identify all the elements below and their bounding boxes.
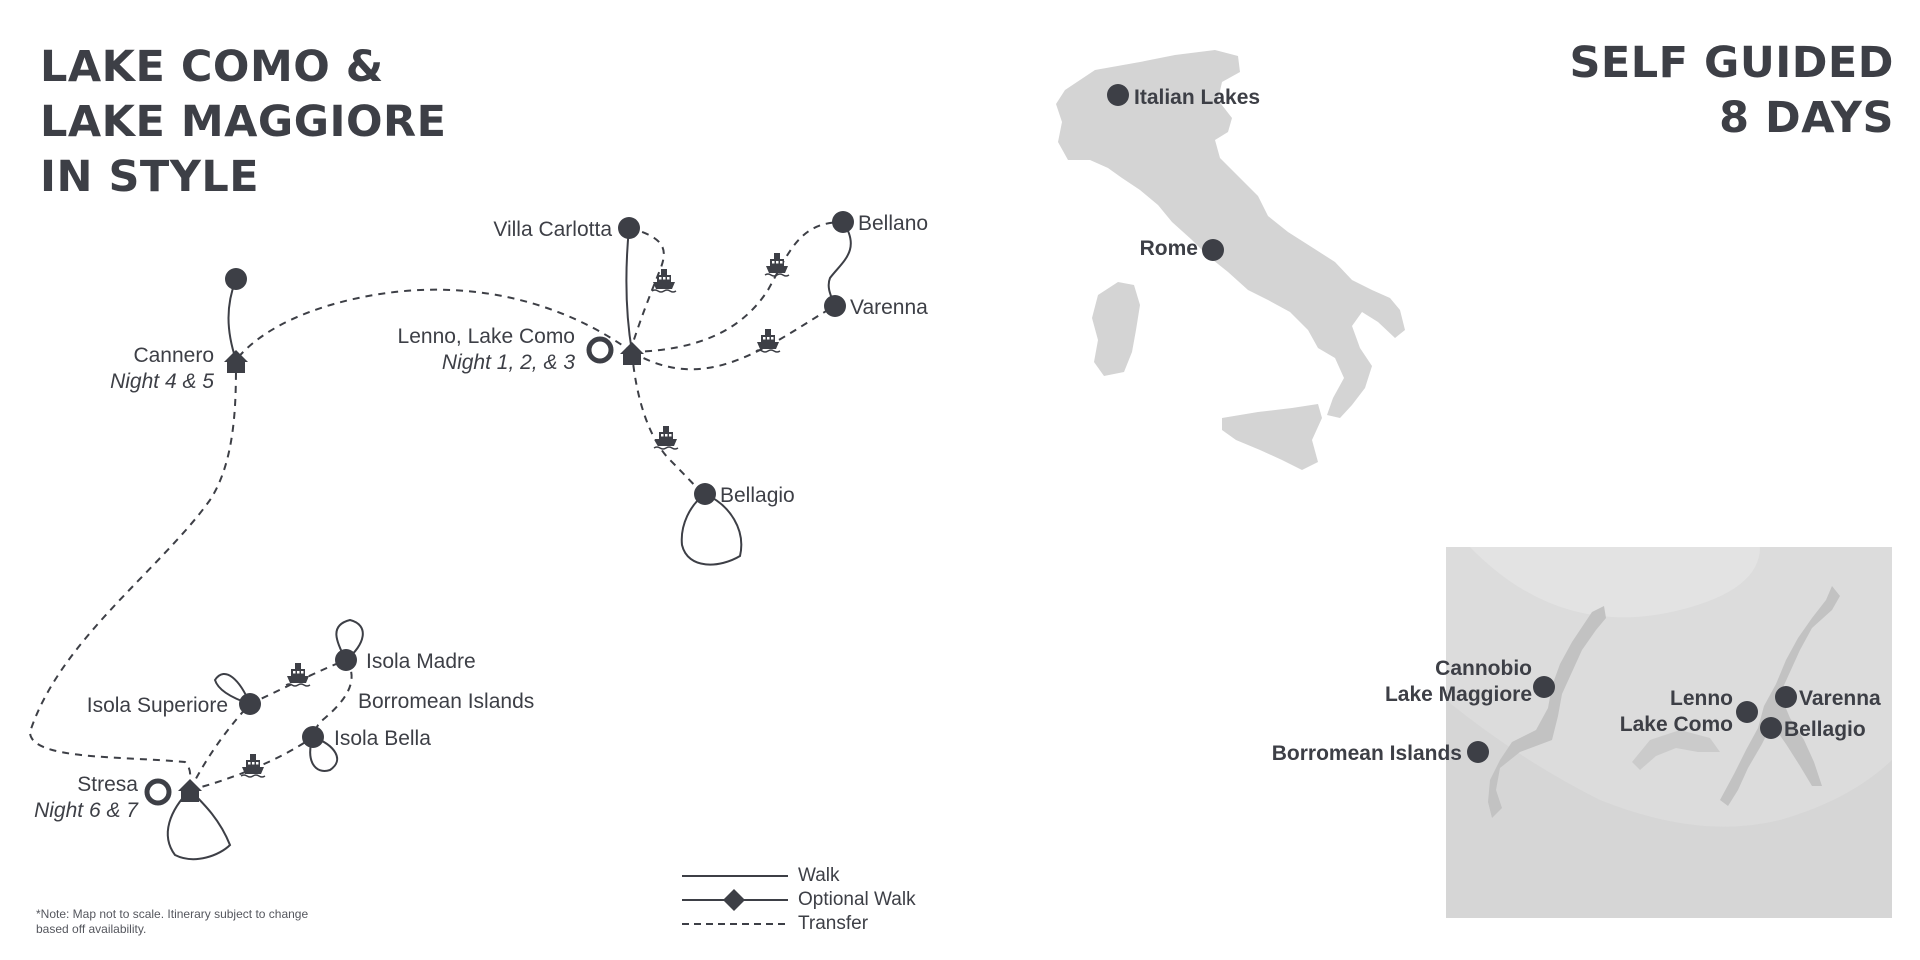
inset-borromean-label: Borromean Islands [1272,742,1462,765]
boat-icon [285,662,311,687]
walk-route-bellano-varenna [827,221,852,307]
rome-marker[interactable] [1202,239,1224,261]
trip-type-line-2: 8 DAYS [1719,93,1894,143]
walk-route-stresa-loop [166,789,232,861]
varenna-marker[interactable] [824,295,846,317]
walk-route-villa-carlotta [625,227,633,353]
start-ring-marker[interactable] [586,336,614,364]
inset-cannobio-label: Cannobio [1435,657,1532,680]
italian-lakes-marker[interactable] [1107,84,1129,106]
italian-lakes-label: Italian Lakes [1134,86,1260,109]
bellagio-marker[interactable] [694,483,716,505]
boat-icon [240,753,266,778]
borromean-islands-label: Borromean Islands [358,690,534,713]
legend-transfer: Transfer [682,912,942,936]
map-title: LAKE COMO & LAKE MAGGIORE IN STYLE [40,40,447,205]
legend-walk: Walk [682,864,942,888]
bellagio-label: Bellagio [720,484,795,507]
map-title-line-2: LAKE MAGGIORE [40,97,447,147]
isola-madre-label: Isola Madre [366,650,476,673]
sardinia-shape [1092,282,1140,376]
stresa-nights-label: Night 6 & 7 [34,799,139,822]
sicily-shape [1222,404,1322,470]
legend-walk-line [682,875,788,877]
lenno-nights-label: Night 1, 2, & 3 [442,351,575,374]
map-legend: Walk Optional Walk Transfer [682,864,942,936]
lenno-label: Lenno, Lake Como [398,325,575,348]
isola-superiore-marker[interactable] [239,693,261,715]
walk-route-isola-bella-loop [309,736,339,772]
inset-relief-shape [1470,547,1760,618]
inset-bellagio-label: Bellagio [1784,718,1866,741]
inset-lake-como-label: Lake Como [1620,713,1733,736]
inset-varenna-marker[interactable] [1775,686,1797,708]
walk-routes [166,221,852,861]
cannero-label: Cannero [133,344,214,367]
villa-carlotta-label: Villa Carlotta [493,218,612,241]
legend-transfer-line [682,923,788,925]
lake-maggiore-shape [1488,606,1606,818]
legend-optional-walk-line [682,889,788,911]
inset-lenno-label: Lenno [1670,687,1733,710]
bellano-marker[interactable] [832,211,854,233]
stresa-label: Stresa [77,773,138,796]
transfer-route-isola-madre-bella [312,659,353,738]
transfer-route-cannero-stresa [28,359,237,791]
boat-icon [764,252,790,277]
house-icon [620,342,644,365]
walk-route-isola-superiore-loop [213,673,251,705]
lake-lugano-shape [1632,730,1720,770]
house-icon [224,350,248,373]
boat-icon [651,268,677,293]
transfer-route-lenno-villa-carlotta [629,227,665,353]
cannero-nights-label: Night 4 & 5 [110,370,214,393]
legend-transfer-label: Transfer [798,913,869,934]
inset-lenno-marker[interactable] [1736,701,1758,723]
italy-mainland-shape [1056,50,1405,418]
isola-superiore-label: Isola Superiore [87,694,228,717]
inset-cannobio-marker[interactable] [1533,676,1555,698]
isola-bella-marker[interactable] [302,726,324,748]
cannero-walk-marker[interactable] [225,268,247,290]
end-ring-marker[interactable] [144,778,172,806]
map-title-line-3: IN STYLE [40,152,260,202]
trip-type-line-1: SELF GUIDED [1569,38,1894,88]
inset-lakes-map: Cannobio Lake Maggiore Borromean Islands… [1272,547,1892,918]
walk-route-isola-madre-loop [335,618,364,661]
walk-route-bellagio-loop [680,493,743,566]
map-title-line-1: LAKE COMO & [40,42,384,92]
scale-disclaimer-note: *Note: Map not to scale. Itinerary subje… [36,907,309,936]
inset-lake-maggiore-label: Lake Maggiore [1385,683,1532,706]
legend-optional-walk: Optional Walk [682,888,942,912]
rome-label: Rome [1140,237,1198,260]
bellano-label: Bellano [858,212,928,235]
inset-borromean-marker[interactable] [1467,741,1489,763]
legend-walk-label: Walk [798,865,840,886]
varenna-label: Varenna [850,296,928,319]
house-icon [178,779,202,802]
isola-madre-marker[interactable] [335,649,357,671]
inset-relief-shape-2 [1446,700,1892,918]
inset-bellagio-marker[interactable] [1760,717,1782,739]
transfer-route-lenno-bellagio [631,351,706,495]
trip-type-heading: SELF GUIDED 8 DAYS [1569,36,1894,146]
walk-route-cannero [227,278,237,361]
isola-bella-label: Isola Bella [334,727,431,750]
transfer-route-lenno-cannero [235,288,633,361]
villa-carlotta-marker[interactable] [618,217,640,239]
legend-optional-walk-label: Optional Walk [798,889,916,910]
italy-map: Italian Lakes Rome [1056,50,1405,470]
transfer-route-lenno-varenna [631,305,836,371]
inset-varenna-label: Varenna [1799,687,1881,710]
boat-icon [755,328,781,353]
